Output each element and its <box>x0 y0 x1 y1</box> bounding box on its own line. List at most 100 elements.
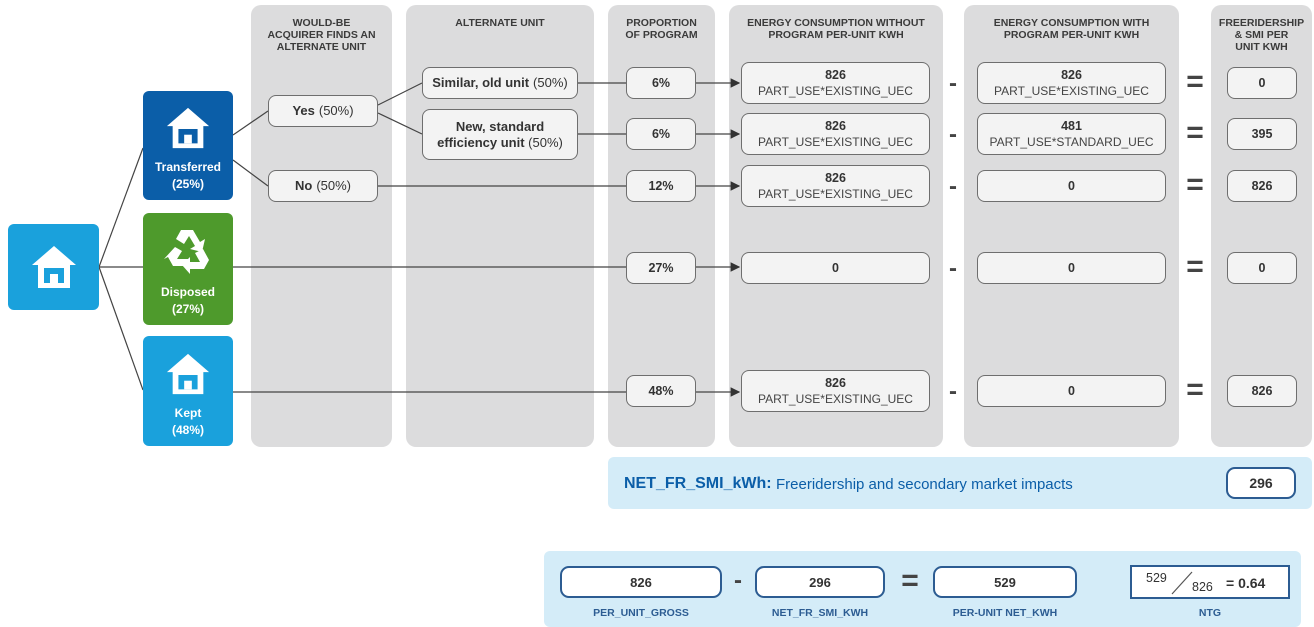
minus-operator: - <box>941 175 965 199</box>
without-node: 0 <box>741 252 930 284</box>
category-label: Kept <box>174 406 202 420</box>
per-unit-gross-label: PER_UNIT_GROSS <box>593 607 689 619</box>
line-root-kept <box>98 266 144 391</box>
without-formula: PART_USE*EXISTING_UEC <box>758 392 913 406</box>
without-formula: PART_USE*EXISTING_UEC <box>758 84 913 98</box>
per-unit-net-value: 529 <box>933 566 1077 598</box>
equals-operator: = <box>1179 118 1211 148</box>
minus-operator: - <box>941 380 965 404</box>
minus-operator: - <box>941 257 965 281</box>
with-node: 0 <box>977 170 1166 202</box>
equals-operator: = <box>1179 375 1211 405</box>
with-node: 0 <box>977 252 1166 284</box>
node-label: No <box>294 178 313 193</box>
proportion-node: 27% <box>626 252 696 284</box>
column-header-without: ENERGY CONSUMPTION WITHOUT PROGRAM PER-U… <box>747 17 925 41</box>
without-formula: PART_USE*EXISTING_UEC <box>758 135 913 149</box>
equals-text: = <box>1186 373 1204 406</box>
minus-text: - <box>949 121 957 148</box>
without-value: 826 <box>825 171 846 185</box>
result-value: 826 <box>1251 179 1273 193</box>
node-label-line2: efficiency unit <box>437 134 525 150</box>
result-node: 0 <box>1227 252 1297 284</box>
node-pct: (50%) <box>318 103 354 118</box>
with-value: 826 <box>1061 68 1082 82</box>
category-pct: (25%) <box>171 177 204 191</box>
category-label: Transferred <box>154 160 222 174</box>
line-transferred-no <box>232 159 269 187</box>
category-transferred: Transferred (25%) <box>143 91 233 200</box>
net-fr-smi-panel: NET_FR_SMI_kWh: Freeridership and second… <box>608 457 1312 509</box>
node-label: Similar, old unit <box>432 75 530 90</box>
node-pct: (50%) <box>528 134 563 150</box>
node-yes: Yes (50%) <box>268 95 378 127</box>
net-fr-smi-bottom-value: 296 <box>755 566 885 598</box>
minus-text: - <box>949 70 957 97</box>
result-value: 0 <box>1258 76 1266 90</box>
result-value: 395 <box>1251 127 1273 141</box>
proportion-node: 6% <box>626 67 696 99</box>
equals-operator: = <box>1179 67 1211 97</box>
node-pct: (50%) <box>316 178 352 193</box>
result-node: 0 <box>1227 67 1297 99</box>
without-formula: PART_USE*EXISTING_UEC <box>758 187 913 201</box>
category-label: Disposed <box>160 285 215 299</box>
result-value: 0 <box>1258 261 1266 275</box>
node-label: Yes <box>292 103 315 118</box>
fraction-slash-icon <box>1171 571 1193 595</box>
node-label-line1: New, standard <box>455 118 545 134</box>
equals-text: = <box>1186 168 1204 201</box>
net-fr-smi-value: 296 <box>1226 467 1296 499</box>
category-kept: Kept (48%) <box>143 336 233 446</box>
with-node: 0 <box>977 375 1166 407</box>
root-node <box>8 224 99 310</box>
minus-text: - <box>949 173 957 200</box>
recycle-icon <box>164 230 209 274</box>
without-value: 826 <box>825 68 846 82</box>
equals-operator: = <box>901 564 919 597</box>
line-transferred-yes <box>232 110 269 136</box>
column-header-proportion: PROPORTION OF PROGRAM <box>625 17 698 41</box>
column-header-acquirer: WOULD-BE ACQUIRER FINDS AN ALTERNATE UNI… <box>267 17 376 53</box>
minus-operator: - <box>941 123 965 147</box>
per-unit-gross-value: 826 <box>560 566 722 598</box>
house-icon <box>31 246 76 288</box>
line-root-transferred <box>98 147 144 268</box>
proportion-value: 27% <box>648 261 674 275</box>
column-header-with: ENERGY CONSUMPTION WITH PROGRAM PER-UNIT… <box>993 17 1150 41</box>
proportion-value: 48% <box>648 384 674 398</box>
without-value: 826 <box>825 376 846 390</box>
node-pct: (50%) <box>533 75 568 90</box>
equals-operator: = <box>1179 252 1211 282</box>
ntg-denominator: 826 <box>1192 580 1213 594</box>
without-value: 826 <box>825 119 846 133</box>
with-value: 0 <box>1068 384 1075 398</box>
without-value: 0 <box>832 261 839 275</box>
result-node: 826 <box>1227 375 1297 407</box>
house-icon <box>166 353 210 395</box>
result-node: 826 <box>1227 170 1297 202</box>
minus-text: - <box>949 378 957 405</box>
result-node: 395 <box>1227 118 1297 150</box>
ntg-numerator: 529 <box>1146 571 1167 585</box>
ntg-label: NTG <box>1198 607 1222 619</box>
equals-text: = <box>1186 250 1204 283</box>
with-value: 0 <box>1068 261 1075 275</box>
equals-text: = <box>1186 65 1204 98</box>
proportion-node: 12% <box>626 170 696 202</box>
column-header-alternate: ALTERNATE UNIT <box>455 17 545 29</box>
proportion-node: 48% <box>626 375 696 407</box>
with-value: 481 <box>1061 119 1082 133</box>
proportion-node: 6% <box>626 118 696 150</box>
house-icon <box>166 107 210 149</box>
net-fr-smi-desc: Freeridership and secondary market impac… <box>776 476 1073 493</box>
node-no: No (50%) <box>268 170 378 202</box>
ntg-panel: 826 PER_UNIT_GROSS - 296 NET_FR_SMI_kWh … <box>544 551 1301 627</box>
equals-operator: = <box>1179 170 1211 200</box>
minus-text: - <box>949 255 957 282</box>
